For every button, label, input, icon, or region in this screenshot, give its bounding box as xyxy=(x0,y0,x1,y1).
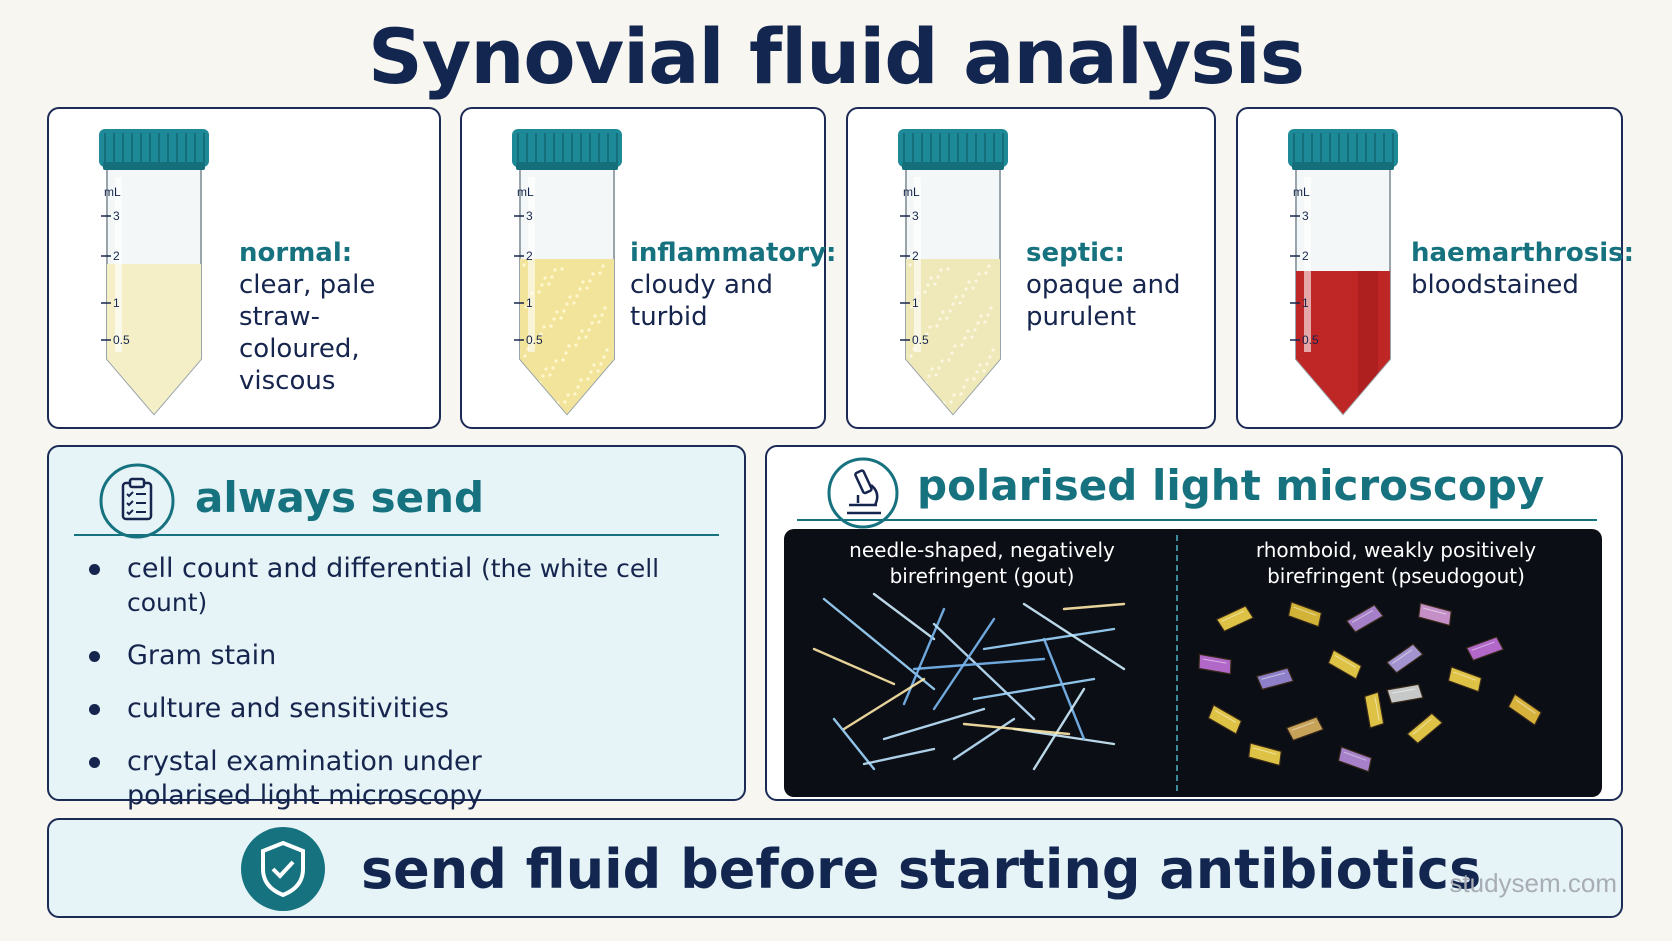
tube-card-normal: mL 3 2 1 0.5 normal: clear, pale straw-colou… xyxy=(47,107,441,429)
tube-title: inflammatory: xyxy=(630,238,837,268)
rhomboid-crystal xyxy=(1248,742,1282,767)
needle-crystal xyxy=(862,747,936,766)
rhomboid-crystal xyxy=(1363,691,1385,729)
image-divider xyxy=(1176,535,1178,791)
scale-mark: 3 xyxy=(1302,209,1309,223)
needle-crystal xyxy=(1022,602,1126,671)
rhomboid-crystal xyxy=(1345,604,1384,633)
needle-crystal xyxy=(1042,637,1086,741)
tube-card-septic: mL 3 2 1 0.5 septic: opaque and purulent xyxy=(846,107,1216,429)
needle-crystal xyxy=(812,647,896,686)
rhomboid-crystal xyxy=(1507,693,1542,726)
always-send-panel: always send cell count and differential … xyxy=(47,445,746,811)
needle-crystal xyxy=(962,722,1071,736)
rhomboid-crystal xyxy=(1287,601,1323,628)
scale-unit: mL xyxy=(104,185,121,199)
scale-mark: 2 xyxy=(526,249,533,263)
watermark: studysem.com xyxy=(1449,868,1617,898)
scale-unit: mL xyxy=(903,185,920,199)
tube-description: opaque and purulent xyxy=(1026,270,1181,332)
scale-mark: 0.5 xyxy=(1302,333,1319,347)
rhomboid-crystal xyxy=(1198,653,1232,675)
scale-mark: 1 xyxy=(526,296,533,310)
rhomboid-crystal xyxy=(1255,667,1295,691)
needle-crystal xyxy=(932,622,1036,721)
tube-description: clear, pale straw-coloured, viscous xyxy=(239,270,376,396)
needle-crystal xyxy=(982,627,1116,651)
footer-message: send fluid before starting antibiotics xyxy=(361,838,1482,901)
rhomboid-crystal xyxy=(1386,683,1424,705)
rhomboid-crystal xyxy=(1215,605,1255,633)
crystal-field xyxy=(812,592,1542,773)
tube-description: cloudy and turbid xyxy=(630,270,773,332)
scale-mark: 0.5 xyxy=(912,333,929,347)
tube-title: septic: xyxy=(1026,238,1125,268)
needle-crystal xyxy=(832,717,876,771)
clipboard-checklist-icon xyxy=(99,463,175,539)
rhomboid-crystal xyxy=(1406,712,1444,745)
scale-mark: 3 xyxy=(526,209,533,223)
rhomboid-crystal xyxy=(1337,746,1373,773)
list-item: culture and sensitivities xyxy=(89,692,717,726)
test-tube-illustration: mL 3 2 1 0.5 xyxy=(512,129,622,416)
tube-title: haemarthrosis: xyxy=(1411,238,1635,268)
scale-mark: 2 xyxy=(113,249,120,263)
always-send-list: cell count and differential (the white c… xyxy=(89,552,717,832)
needle-crystal xyxy=(1062,602,1126,611)
rhomboid-crystal xyxy=(1285,716,1325,742)
gout-crystal-label: needle-shaped, negatively birefringent (… xyxy=(849,538,1115,588)
always-send-heading: always send xyxy=(195,473,485,522)
scale-mark: 0.5 xyxy=(526,333,543,347)
scale-mark: 3 xyxy=(113,209,120,223)
microscopy-image: needle-shaped, negatively birefringent (… xyxy=(784,529,1602,797)
needle-crystal xyxy=(952,717,1016,761)
test-tube-illustration: mL 3 2 1 0.5 xyxy=(1288,129,1398,416)
scale-mark: 2 xyxy=(912,249,919,263)
needle-crystal xyxy=(972,677,1096,701)
scale-mark: 3 xyxy=(912,209,919,223)
page-title: Synovial fluid analysis xyxy=(368,12,1305,101)
heading-divider xyxy=(797,519,1597,521)
rhomboid-crystal xyxy=(1207,704,1243,735)
tube-card-inflammatory: mL 3 2 1 0.5 inflammatory: cloudy and turbid xyxy=(460,107,836,429)
shield-check-icon xyxy=(241,827,325,911)
scale-unit: mL xyxy=(517,185,534,199)
test-tube-illustration: mL 3 2 1 0.5 xyxy=(99,129,209,416)
needle-crystal xyxy=(822,597,936,691)
needle-crystal xyxy=(842,677,926,731)
list-item: cell count and differential (the white c… xyxy=(89,552,717,620)
microscope-icon xyxy=(827,457,899,529)
polarised-heading: polarised light microscopy xyxy=(917,461,1545,510)
test-tube-illustration: mL 3 2 1 0.5 xyxy=(898,129,1008,416)
rhomboid-crystal xyxy=(1418,602,1452,627)
scale-mark: 0.5 xyxy=(113,333,130,347)
list-item: crystal examination under polarised ligh… xyxy=(89,745,597,813)
polarised-microscopy-panel: polarised light microscopy needle-shaped… xyxy=(765,445,1623,801)
tube-description: bloodstained xyxy=(1411,270,1579,300)
rhomboid-crystal xyxy=(1465,636,1505,662)
scale-mark: 1 xyxy=(1302,296,1309,310)
rhomboid-crystal xyxy=(1327,649,1363,680)
needle-crystal xyxy=(912,657,1046,671)
rhomboid-crystal xyxy=(1385,643,1424,674)
tube-title: normal: xyxy=(239,238,353,268)
needle-crystal xyxy=(882,707,986,741)
footer-banner: send fluid before starting antibiotics s… xyxy=(47,818,1623,918)
tube-card-haemarthrosis: mL 3 2 1 0.5 haemarthrosis: bloodstained xyxy=(1236,107,1634,429)
needle-crystal xyxy=(1032,687,1086,771)
needle-crystal xyxy=(902,607,946,706)
scale-mark: 1 xyxy=(912,296,919,310)
heading-divider xyxy=(74,534,719,536)
scale-mark: 1 xyxy=(113,296,120,310)
scale-unit: mL xyxy=(1293,185,1310,199)
list-item: Gram stain xyxy=(89,639,717,673)
scale-mark: 2 xyxy=(1302,249,1309,263)
pseudogout-crystal-label: rhomboid, weakly positively birefringent… xyxy=(1255,538,1537,588)
needle-crystal xyxy=(872,592,936,641)
rhomboid-crystal xyxy=(1447,666,1483,693)
